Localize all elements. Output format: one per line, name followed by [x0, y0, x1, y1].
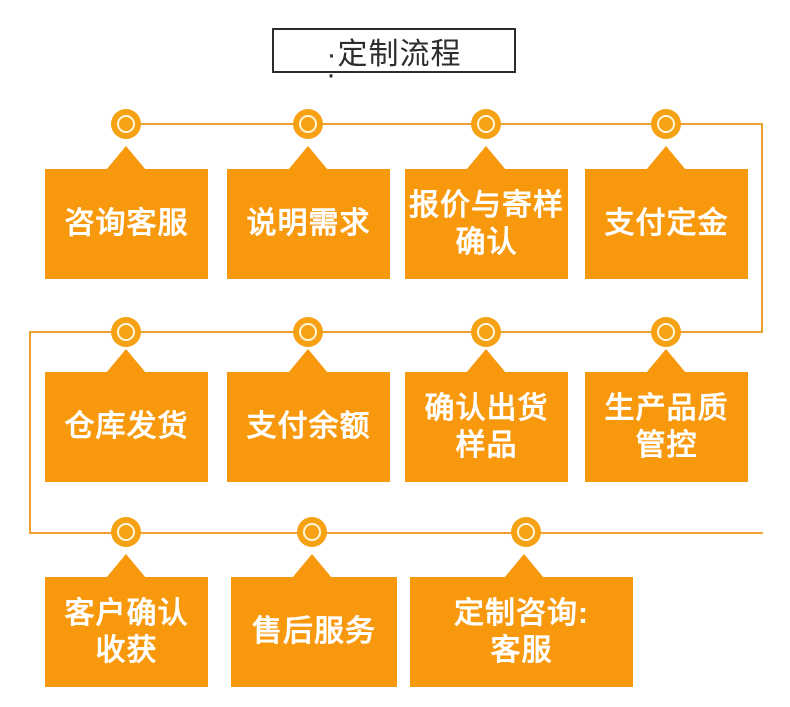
- row2-to-row3-vertical-line: [29, 331, 31, 534]
- step-box-customer-confirm-receipt: 客户确认 收获: [45, 577, 208, 687]
- pointer-triangle-icon: [288, 146, 328, 170]
- stray-bullet-dot: ·: [325, 68, 337, 82]
- pointer-triangle-icon: [106, 349, 146, 373]
- step-box-pay-balance: 支付余额: [227, 372, 390, 482]
- step-box-confirm-shipment-sample: 确认出货 样品: [405, 372, 568, 482]
- timeline-node-8: [651, 317, 681, 347]
- flow-title-box: ·定制流程: [272, 28, 516, 73]
- node-ring-icon: [477, 115, 495, 133]
- step-box-quote-sample-confirm: 报价与寄样 确认: [405, 169, 568, 279]
- pointer-triangle-icon: [292, 554, 332, 578]
- timeline-node-10: [297, 517, 327, 547]
- pointer-triangle-icon: [466, 146, 506, 170]
- step-label: 售后服务: [252, 615, 376, 649]
- node-ring-icon: [517, 523, 535, 541]
- timeline-node-2: [293, 109, 323, 139]
- row1-horizontal-line: [125, 123, 763, 125]
- pointer-triangle-icon: [466, 349, 506, 373]
- step-label: 说明需求: [246, 207, 371, 241]
- pointer-triangle-icon: [504, 554, 544, 578]
- node-ring-icon: [117, 523, 135, 541]
- step-label: 报价与寄样 确认: [409, 188, 564, 260]
- step-label: 咨询客服: [64, 207, 189, 241]
- pointer-triangle-icon: [646, 146, 686, 170]
- step-label: 生产品质 管控: [604, 391, 729, 463]
- row2-horizontal-line: [29, 331, 763, 333]
- step-box-after-sales-service: 售后服务: [231, 577, 397, 687]
- step-box-production-quality-control: 生产品质 管控: [585, 372, 748, 482]
- step-label: 支付定金: [604, 207, 729, 241]
- step-label: 客户确认 收获: [64, 596, 189, 668]
- row3-horizontal-line: [29, 532, 763, 534]
- timeline-node-11: [511, 517, 541, 547]
- node-ring-icon: [657, 323, 675, 341]
- timeline-node-6: [293, 317, 323, 347]
- step-label: 确认出货 样品: [424, 391, 549, 463]
- timeline-node-7: [471, 317, 501, 347]
- node-ring-icon: [303, 523, 321, 541]
- node-ring-icon: [117, 115, 135, 133]
- pointer-triangle-icon: [288, 349, 328, 373]
- step-label: 仓库发货: [64, 410, 189, 444]
- flow-title: ·定制流程: [326, 37, 462, 71]
- pointer-triangle-icon: [646, 349, 686, 373]
- timeline-node-3: [471, 109, 501, 139]
- step-box-custom-consult-service: 定制咨询: 客服: [410, 577, 633, 687]
- node-ring-icon: [657, 115, 675, 133]
- pointer-triangle-icon: [106, 554, 146, 578]
- pointer-triangle-icon: [106, 146, 146, 170]
- row1-to-row2-vertical-line: [761, 123, 763, 333]
- timeline-node-1: [111, 109, 141, 139]
- timeline-node-4: [651, 109, 681, 139]
- node-ring-icon: [477, 323, 495, 341]
- timeline-node-9: [111, 517, 141, 547]
- step-box-warehouse-ship: 仓库发货: [45, 372, 208, 482]
- step-label: 支付余额: [246, 410, 371, 444]
- node-ring-icon: [299, 323, 317, 341]
- node-ring-icon: [299, 115, 317, 133]
- step-box-consult-service: 咨询客服: [45, 169, 208, 279]
- step-box-explain-requirements: 说明需求: [227, 169, 390, 279]
- timeline-node-5: [111, 317, 141, 347]
- step-label: 定制咨询: 客服: [454, 596, 589, 668]
- step-box-pay-deposit: 支付定金: [585, 169, 748, 279]
- node-ring-icon: [117, 323, 135, 341]
